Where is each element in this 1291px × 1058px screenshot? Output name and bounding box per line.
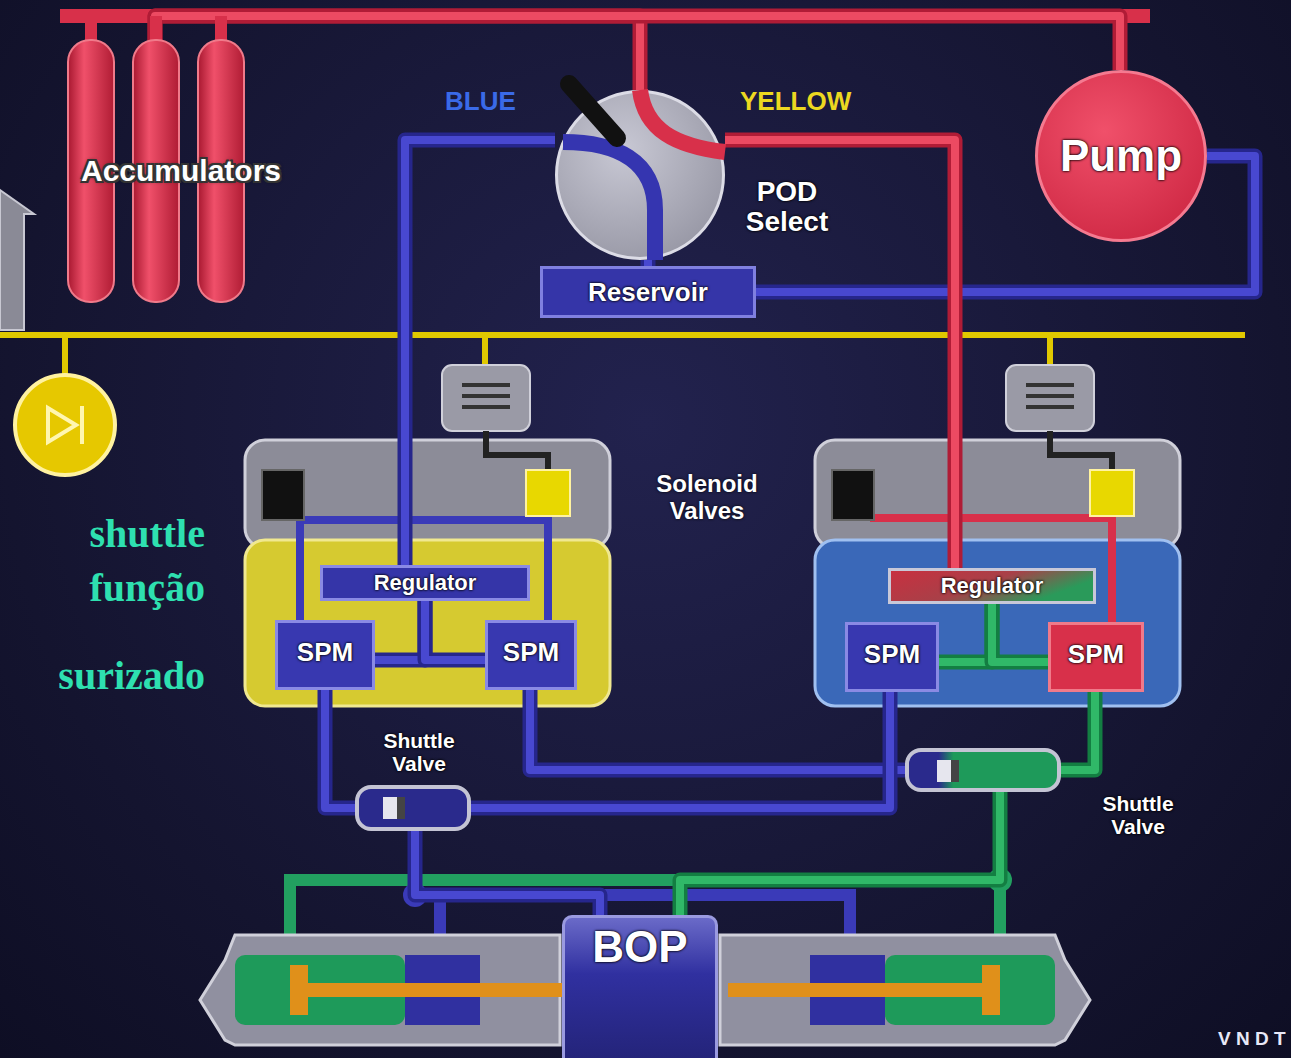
note-text: shuttle bbox=[89, 512, 205, 556]
spm-valve: SPM bbox=[485, 620, 577, 690]
hydraulic-line bbox=[425, 601, 485, 660]
regulator-box: Regulator bbox=[320, 565, 530, 601]
pump-circle: Pump bbox=[1035, 70, 1207, 242]
node-text: Shuttle Valve bbox=[367, 729, 471, 775]
bop-stack: BOP bbox=[562, 915, 718, 1058]
spm-valve: SPM bbox=[275, 620, 375, 690]
node-text: SPM bbox=[1068, 639, 1124, 670]
node-text: Regulator bbox=[374, 570, 477, 596]
note-text: função bbox=[89, 566, 205, 610]
selector-symbol bbox=[555, 90, 725, 260]
hydraulic-line bbox=[325, 690, 355, 808]
reservoir-box: Reservoir bbox=[540, 266, 756, 318]
hydraulic-line bbox=[415, 831, 600, 915]
node-text: Pump bbox=[1060, 131, 1182, 181]
node-text: Reservoir bbox=[588, 277, 708, 308]
watermark: V N D T bbox=[1218, 1028, 1286, 1050]
node-text: Shuttle Valve bbox=[1085, 792, 1191, 838]
line-label: YELLOW bbox=[740, 86, 851, 117]
node-text: SPM bbox=[297, 637, 353, 668]
line-label: BLUE bbox=[445, 86, 516, 117]
hydraulic-line bbox=[939, 604, 992, 662]
node-text: SPM bbox=[503, 637, 559, 668]
node-text: Regulator bbox=[941, 573, 1044, 599]
hydraulic-line bbox=[405, 140, 555, 565]
node-text: BOP bbox=[592, 922, 687, 972]
node-text: SPM bbox=[864, 639, 920, 670]
shuttle-spool bbox=[359, 789, 467, 827]
spm-valve: SPM bbox=[845, 622, 939, 692]
hydraulic-line bbox=[471, 692, 890, 808]
regulator-box: Regulator bbox=[888, 568, 1096, 604]
hydraulic-line bbox=[725, 140, 955, 568]
spm-valve: SPM bbox=[1048, 622, 1144, 692]
shuttle-spool bbox=[909, 752, 1057, 788]
node-text: Accumulators bbox=[81, 154, 281, 188]
hydraulic-line bbox=[530, 690, 905, 770]
hydraulic-line bbox=[1061, 692, 1095, 770]
hydraulic-line bbox=[992, 604, 1048, 662]
shuttle-valve: Shuttle Valve bbox=[355, 785, 471, 831]
pod-select-valve: POD Select bbox=[555, 90, 725, 260]
shuttle-valve: Shuttle Valve bbox=[905, 748, 1061, 792]
accumulator-bank: Accumulators bbox=[48, 150, 314, 192]
component-label: Solenoid Valves bbox=[640, 470, 774, 524]
note-text: surizado bbox=[58, 654, 205, 698]
hydraulic-line bbox=[680, 792, 1000, 915]
node-text: POD Select bbox=[728, 177, 846, 237]
